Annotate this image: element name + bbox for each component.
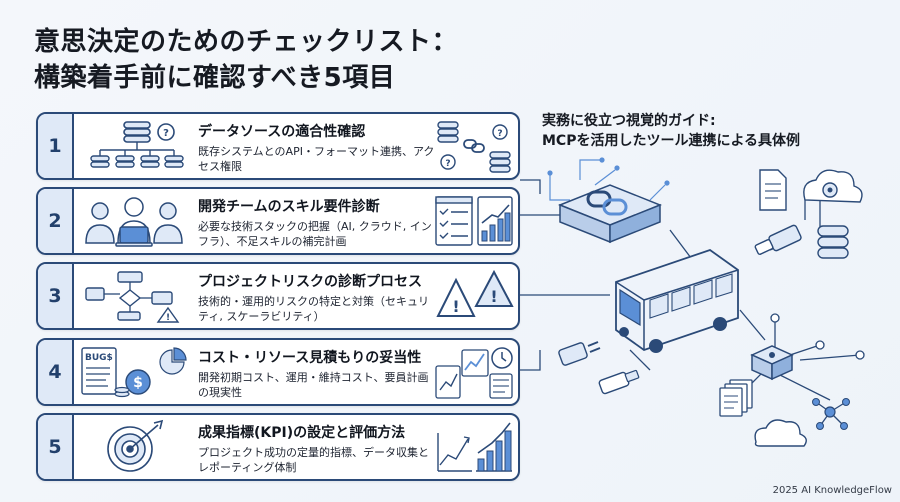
hub-node-icon	[750, 313, 865, 381]
power-plug-icon	[558, 341, 601, 366]
connector-chain-icon	[557, 184, 663, 244]
stacked-documents-icon	[719, 379, 753, 417]
database-link-icon: ? ?	[437, 121, 511, 173]
svg-text:!: !	[166, 313, 170, 323]
checklist-item-1: 1 ? データソースの適合性確認 既存システムとのAPI・フォーマット連携、アク…	[36, 112, 520, 180]
bus-icon	[615, 248, 739, 353]
guide-line-1: 実務に役立つ視覚的ガイド:	[542, 113, 716, 129]
cost-dashboard-icon	[435, 347, 513, 399]
item-description: 開発初期コスト、運用・維持コスト、要員計画の現実性	[198, 371, 429, 399]
item-heading: 成果指標(KPI)の設定と評価方法	[198, 425, 406, 441]
budget-report-icon: BUG$ $	[81, 347, 187, 398]
item-description: 必要な技術スタックの把握（AI, クラウド, インフラ）、不足スキルの補完計画	[198, 220, 432, 248]
checklist-item-2: 2 開発チームのスキル要件診断 必要な技術スタックの把握（AI, クラウド, イ…	[36, 187, 520, 255]
item-description: 既存システムとのAPI・フォーマット連携、アクセス権限	[198, 145, 435, 173]
svg-text:!: !	[490, 287, 497, 306]
footer-credit: 2025 AI KnowledgeFlow	[772, 485, 892, 496]
document-icon	[759, 169, 787, 211]
item-heading: プロジェクトリスクの診断プロセス	[198, 274, 422, 290]
molecule-icon	[812, 398, 850, 430]
guide-line-2: MCPを活用したツール連携による具体例	[542, 133, 801, 149]
item-heading: データソースの適合性確認	[198, 124, 366, 140]
guide-heading: 実務に役立つ視覚的ガイド: MCPを活用したツール連携による具体例	[542, 111, 800, 151]
checklist-item-3: 3 ! プロジェクトリスクの診断プロセス 技術的・運用的リスクの特定と対策（セキ…	[36, 262, 520, 330]
database-icon	[817, 225, 849, 259]
growth-charts-icon	[437, 422, 512, 472]
checklist-item-4: 4 BUG$ $ コスト・リソース見積もりの妥当性 開発初期コスト、運用・維持コ…	[36, 338, 520, 406]
item-description: プロジェクト成功の定量的指標、データ収集とレポーティング体制	[198, 446, 429, 474]
checklist-item-5: 5 成果指標(KPI)の設定と評価方法 プロジェクト成功の定量的指標、データ収集…	[36, 413, 520, 481]
title-line-1: 意思決定のためのチェックリスト：	[34, 27, 459, 57]
mcp-integration-illustration	[520, 157, 865, 447]
item-number: 3	[38, 264, 74, 328]
title-line-2: 構築着手前に確認すべき5項目	[34, 63, 396, 93]
svg-text:?: ?	[497, 129, 502, 139]
plug-icon	[754, 224, 802, 255]
item-number: 1	[38, 114, 74, 178]
item-number: 5	[38, 415, 74, 479]
warning-triangles-icon: ! !	[436, 269, 514, 317]
risk-flowchart-icon: !	[85, 271, 180, 323]
database-hierarchy-icon: ?	[90, 121, 184, 168]
usb-connector-icon	[598, 369, 640, 395]
page-title: 意思決定のためのチェックリスト： 構築着手前に確認すべき5項目	[34, 24, 458, 96]
svg-text:$: $	[133, 375, 143, 391]
item-description: 技術的・運用的リスクの特定と対策（セキュリティ, スケーラビリティ）	[198, 295, 429, 323]
item-heading: コスト・リソース見積もりの妥当性	[198, 350, 422, 366]
item-heading: 開発チームのスキル要件診断	[198, 199, 380, 215]
item-number: 4	[38, 340, 74, 404]
cloud-gear-icon	[803, 169, 863, 203]
skill-checklist-chart-icon	[435, 196, 513, 246]
team-laptop-icon	[85, 197, 183, 247]
target-arrow-icon	[107, 419, 164, 472]
svg-text:?: ?	[445, 159, 450, 169]
item-number: 2	[38, 189, 74, 253]
budget-report-label: BUG$	[85, 353, 113, 363]
svg-text:!: !	[452, 297, 459, 316]
cloud-icon	[754, 419, 807, 447]
svg-text:?: ?	[163, 128, 169, 139]
